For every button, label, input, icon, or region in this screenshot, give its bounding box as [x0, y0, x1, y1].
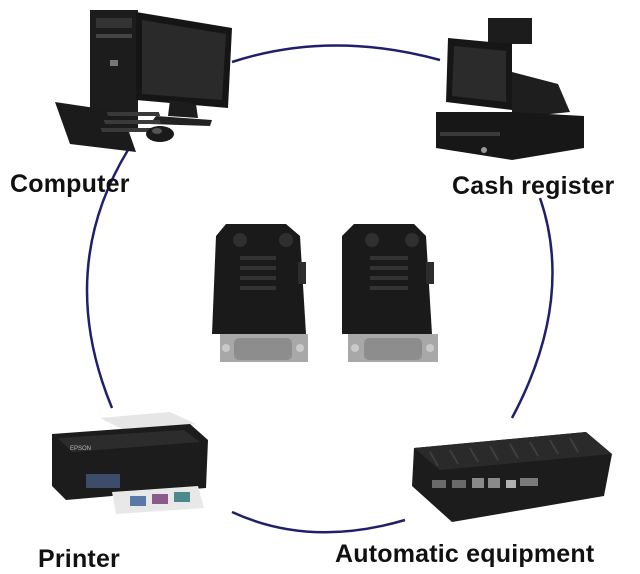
- db9-male-connector-icon: [212, 224, 308, 362]
- printer-brand-text: EPSON: [70, 446, 91, 452]
- db9-female-connector-icon: [342, 224, 438, 362]
- label-printer: Printer: [38, 545, 120, 573]
- computer-icon: [55, 10, 232, 152]
- label-cash-register: Cash register: [452, 172, 615, 200]
- label-computer: Computer: [10, 170, 130, 198]
- ring-arc-left: [85, 149, 130, 409]
- connection-ring: [85, 44, 554, 534]
- ring-arc-bottom: [231, 510, 406, 534]
- ring-arc-right: [510, 197, 554, 419]
- ring-arc-top: [231, 44, 441, 64]
- cash-register-icon: [436, 18, 584, 160]
- label-automatic-equipment: Automatic equipment: [335, 540, 595, 568]
- printer-icon: EPSON: [52, 412, 208, 514]
- industrial-pc-icon: [412, 432, 612, 522]
